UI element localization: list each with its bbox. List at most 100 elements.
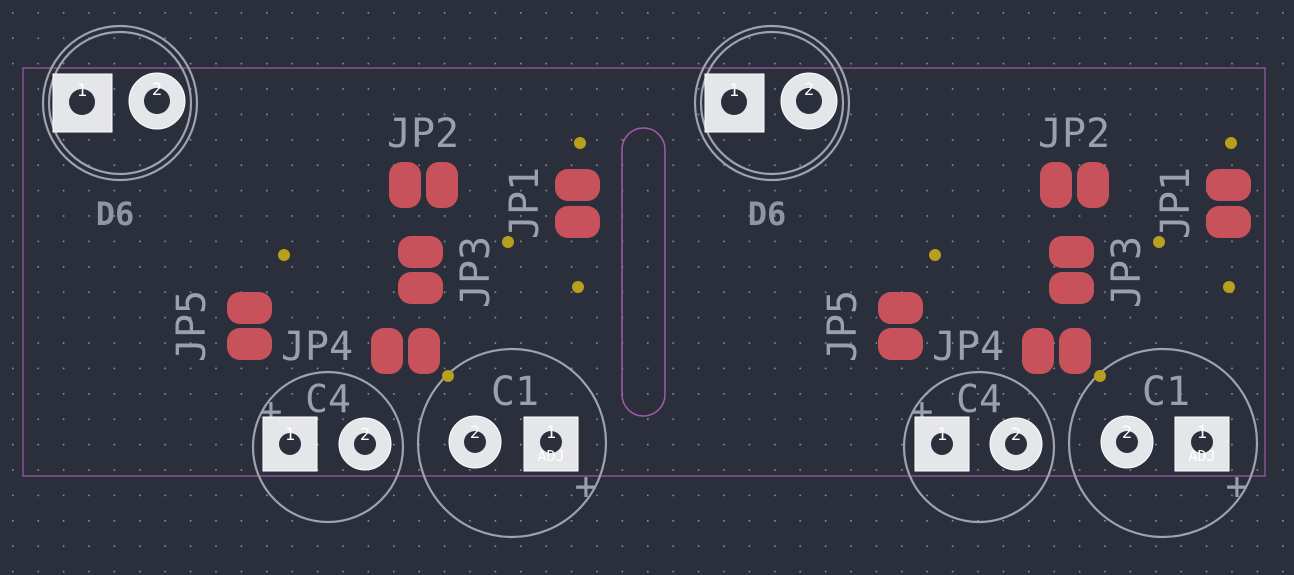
via[interactable] — [502, 236, 514, 248]
jp4-reference: JP4 — [932, 324, 1004, 370]
d6-pad-2-number: 2 — [804, 80, 814, 100]
jp2-pad-a[interactable] — [1040, 162, 1072, 208]
via[interactable] — [1094, 370, 1106, 382]
jp1-pad-b[interactable] — [555, 206, 600, 238]
c4-hole-2 — [1005, 433, 1027, 455]
via[interactable] — [1223, 281, 1235, 293]
d6-hole-2 — [144, 88, 170, 114]
jp5-footprint[interactable]: JP5 — [169, 290, 272, 362]
c1-polarity-mark: + — [575, 464, 598, 508]
d6-hole-2 — [796, 88, 822, 114]
jp1-pad-b[interactable] — [1206, 206, 1251, 238]
c4-hole-2 — [354, 433, 376, 455]
jp4-reference: JP4 — [281, 324, 353, 370]
d6-pad-1-number: 1 — [729, 81, 739, 101]
via[interactable] — [442, 370, 454, 382]
pcb-cell-left: 1 2 D6 JP2 JP1 JP3 JP5 — [41, 24, 608, 539]
jp2-footprint[interactable]: JP2 — [1038, 111, 1110, 208]
jp3-reference: JP3 — [1104, 236, 1150, 308]
jp5-pad-b[interactable] — [227, 328, 272, 360]
c4-pad-2-number: 2 — [1011, 425, 1021, 445]
jp1-pad-a[interactable] — [1206, 169, 1251, 201]
jp2-reference: JP2 — [1038, 111, 1110, 157]
c4-hole-1 — [279, 433, 301, 455]
jp2-pad-b[interactable] — [1077, 162, 1109, 208]
c1-hole-1 — [540, 431, 562, 453]
jp3-footprint[interactable]: JP3 — [1049, 236, 1150, 308]
d6-footprint[interactable]: 1 2 D6 — [693, 24, 851, 233]
jp3-footprint[interactable]: JP3 — [398, 236, 499, 308]
jp2-reference: JP2 — [387, 111, 459, 157]
jp4-footprint[interactable]: JP4 — [281, 324, 440, 374]
c4-reference: C4 — [305, 377, 351, 421]
c1-footprint[interactable]: C1 + 2 1 ADJ — [416, 347, 608, 539]
c4-pad-2-number: 2 — [360, 425, 370, 445]
d6-silk-outer — [693, 24, 851, 182]
via[interactable] — [929, 249, 941, 261]
jp1-pad-a[interactable] — [555, 169, 600, 201]
d6-silk-inner — [47, 30, 193, 176]
c1-pad-2-number: 2 — [470, 423, 480, 443]
d6-hole-1 — [69, 89, 95, 115]
d6-reference: D6 — [748, 195, 787, 233]
via[interactable] — [572, 281, 584, 293]
jp4-pad-a[interactable] — [1022, 328, 1054, 374]
c1-silk-outline — [1067, 347, 1259, 539]
board-outline — [22, 67, 1266, 477]
jp5-footprint[interactable]: JP5 — [820, 290, 923, 362]
jp5-pad-a[interactable] — [227, 292, 272, 324]
c1-pad-2-number: 2 — [1122, 423, 1132, 443]
jp4-pad-a[interactable] — [371, 328, 403, 374]
jp3-reference: JP3 — [453, 236, 499, 308]
jp5-pad-b[interactable] — [878, 328, 923, 360]
jp5-reference: JP5 — [169, 290, 215, 362]
jp3-pad-a[interactable] — [1049, 236, 1094, 268]
via[interactable] — [574, 137, 586, 149]
jp2-footprint[interactable]: JP2 — [387, 111, 459, 208]
c1-reference: C1 — [1142, 369, 1190, 415]
via[interactable] — [1225, 137, 1237, 149]
d6-footprint[interactable]: 1 2 D6 — [41, 24, 199, 233]
jp1-footprint[interactable]: JP1 — [502, 167, 600, 239]
jp3-pad-a[interactable] — [398, 236, 443, 268]
c1-pad-1-number: 1 — [1197, 423, 1207, 443]
jp2-pad-a[interactable] — [389, 162, 421, 208]
jp1-reference: JP1 — [502, 167, 548, 239]
c4-pad-1-number: 1 — [285, 425, 295, 445]
jp4-footprint[interactable]: JP4 — [932, 324, 1091, 374]
jp3-pad-b[interactable] — [1049, 272, 1094, 304]
jp1-reference: JP1 — [1153, 167, 1199, 239]
jp2-pad-b[interactable] — [426, 162, 458, 208]
pcb-cell-right: 1 2 D6 JP2 JP1 JP3 JP5 — [693, 24, 1259, 539]
c1-adj-label: ADJ — [537, 447, 564, 465]
c1-polarity-mark: + — [1226, 464, 1249, 508]
c1-hole-2 — [1116, 431, 1138, 453]
c1-reference: C1 — [491, 369, 539, 415]
c4-silk-outline — [902, 370, 1056, 524]
mounting-slot — [621, 127, 666, 417]
c4-reference: C4 — [956, 377, 1002, 421]
d6-silk-inner — [699, 30, 845, 176]
d6-silk-outer — [41, 24, 199, 182]
c1-pad-1-number: 1 — [546, 423, 556, 443]
c1-footprint[interactable]: C1 + 2 1 ADJ — [1067, 347, 1259, 539]
via[interactable] — [1153, 236, 1165, 248]
jp4-pad-b[interactable] — [408, 328, 440, 374]
jp4-pad-b[interactable] — [1059, 328, 1091, 374]
c1-hole-1 — [1191, 431, 1213, 453]
d6-pad-2-number: 2 — [152, 80, 162, 100]
d6-reference: D6 — [96, 195, 135, 233]
jp5-pad-a[interactable] — [878, 292, 923, 324]
c4-hole-1 — [931, 433, 953, 455]
jp1-footprint[interactable]: JP1 — [1153, 167, 1251, 239]
jp3-pad-b[interactable] — [398, 272, 443, 304]
c1-silk-outline — [416, 347, 608, 539]
c4-pad-1-number: 1 — [937, 425, 947, 445]
c1-adj-label: ADJ — [1188, 447, 1215, 465]
via[interactable] — [278, 249, 290, 261]
c4-footprint[interactable]: C4 + 1 2 — [902, 370, 1056, 524]
d6-pad-1-number: 1 — [77, 81, 87, 101]
c4-silk-outline — [251, 370, 405, 524]
c4-footprint[interactable]: C4 + 1 2 — [251, 370, 405, 524]
